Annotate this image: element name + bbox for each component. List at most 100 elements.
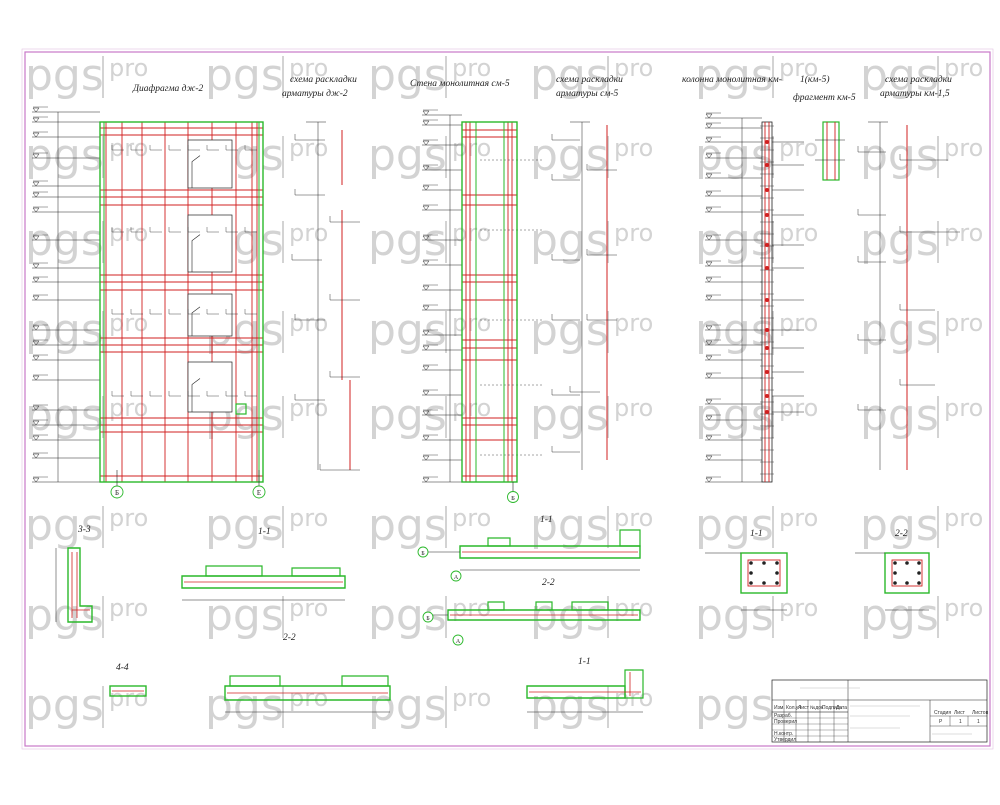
stamp-header-cell: Изм. (774, 705, 785, 711)
section-bar (917, 581, 921, 585)
watermark-pgs: pgs (695, 680, 774, 731)
watermark-pro: pro (452, 394, 491, 422)
watermark-pgs: pgs (530, 590, 609, 641)
stamp-row-label: Н.контр. (774, 731, 793, 737)
watermark-pro: pro (944, 594, 983, 622)
wall-rebar (462, 122, 542, 482)
stamp-stage-value: 1 (977, 719, 980, 725)
splice-node (765, 243, 769, 247)
svg-text:4-4: 4-4 (116, 663, 129, 673)
wall-level-marks (422, 109, 462, 483)
watermark-pro: pro (109, 684, 148, 712)
watermark-pro: pro (289, 684, 328, 712)
level-triangle (705, 261, 713, 267)
level-triangle (422, 235, 430, 241)
level-triangle (705, 399, 713, 405)
watermark-pgs: pgs (695, 50, 774, 101)
section-2-2 (224, 685, 391, 701)
level-triangle (422, 120, 430, 126)
level-triangle (422, 305, 430, 311)
diaphragm-rebar (100, 122, 263, 482)
level-triangle (32, 340, 40, 346)
watermark-pgs: pgs (368, 215, 447, 266)
watermark-pgs: pgs (205, 50, 284, 101)
sheet-frame (24, 51, 991, 747)
level-triangle (705, 153, 713, 159)
watermark-pro: pro (614, 54, 653, 82)
section-bar (762, 581, 766, 585)
watermark-pgs: pgs (860, 50, 939, 101)
svg-text:Б: Б (426, 616, 430, 622)
stamp-header-cell: Подпись (822, 705, 842, 711)
column-elevation (705, 112, 845, 483)
svg-text:1-1: 1-1 (258, 527, 271, 537)
level-triangle (32, 477, 40, 483)
axis-bubble-a (450, 570, 462, 582)
svg-text:2-2: 2-2 (283, 633, 296, 643)
watermark-pro: pro (614, 134, 653, 162)
stamp-stage-header: Стадия (934, 710, 951, 716)
watermark-pgs: pgs (25, 680, 104, 731)
level-triangle (705, 373, 713, 379)
level-triangle (32, 435, 40, 441)
watermark-pgs: pgs (368, 590, 447, 641)
watermark-pro: pro (944, 219, 983, 247)
level-triangle (32, 192, 40, 198)
watermark-pro: pro (109, 504, 148, 532)
section-bar (749, 561, 753, 565)
svg-text:2-2: 2-2 (542, 578, 555, 588)
level-triangle (32, 453, 40, 459)
splice-node (765, 140, 769, 144)
level-triangle (705, 137, 713, 143)
level-triangle (32, 153, 40, 159)
splice-node (765, 328, 769, 332)
section-wall-1-1 (459, 545, 641, 559)
watermark-pgs: pgs (695, 130, 774, 181)
section-bar (749, 571, 753, 575)
level-triangle (422, 140, 430, 146)
axis-bubble-b2 (507, 491, 519, 503)
stamp-stage-header: Лист (954, 710, 966, 716)
splice-node (765, 410, 769, 414)
title-scheme-2b: арматуры см-5 (556, 89, 619, 99)
watermark-pgs: pgs (368, 305, 447, 356)
level-triangle (705, 191, 713, 197)
watermark-pro: pro (452, 309, 491, 337)
splice-node (765, 370, 769, 374)
opening-hook (191, 234, 201, 272)
watermark-pgs: pgs (368, 390, 447, 441)
rebar-scheme-3 (857, 121, 960, 470)
watermark-pgs: pgs (530, 305, 609, 356)
level-triangle (422, 365, 430, 371)
watermark-pgs: pgs (695, 390, 774, 441)
watermark-pro: pro (452, 54, 491, 82)
level-triangle (422, 477, 430, 483)
section-bar (905, 561, 909, 565)
opening-hook (191, 306, 201, 336)
watermark-pro: pro (452, 684, 491, 712)
level-triangle (32, 420, 40, 426)
stamp-header-cell: Кол.уч (786, 705, 801, 711)
splice-node (765, 394, 769, 398)
section-bar (775, 581, 779, 585)
door-opening (187, 139, 233, 189)
title-scheme-3b: арматуры км-1,5 (880, 89, 950, 99)
sheet-frame-outer (21, 48, 994, 750)
section-bar (775, 571, 779, 575)
level-triangle (705, 415, 713, 421)
watermark-pro: pro (452, 504, 491, 532)
level-triangle (422, 410, 430, 416)
watermark-pro: pro (614, 219, 653, 247)
level-triangle (705, 340, 713, 346)
section-bar (893, 581, 897, 585)
level-triangle (705, 477, 713, 483)
level-triangle (705, 235, 713, 241)
watermark-pgs: pgs (368, 680, 447, 731)
watermark-pgs: pgs (368, 130, 447, 181)
section-4-4 (109, 685, 147, 697)
level-triangle (32, 132, 40, 138)
watermark-pgs: pgs (205, 500, 284, 551)
watermark-pro: pro (779, 54, 818, 82)
watermark-pro: pro (779, 134, 818, 162)
